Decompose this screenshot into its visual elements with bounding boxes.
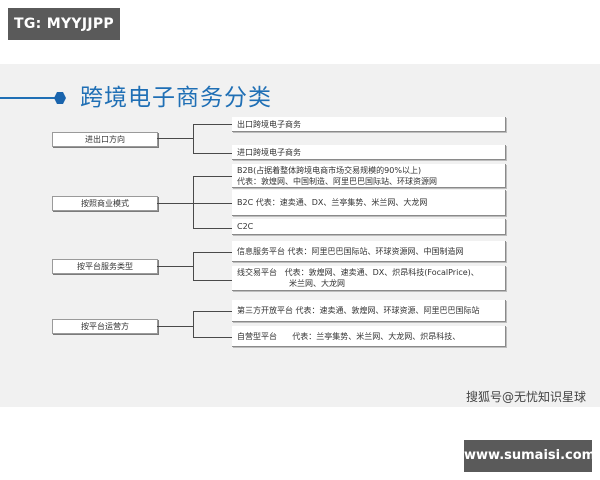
connector: [193, 252, 232, 253]
page-title: 跨境电子商务分类: [80, 85, 272, 111]
connector: [157, 326, 193, 327]
item-text: 自营型平台 代表：兰亭集势、米兰网、大龙网、炽昂科技、: [237, 331, 461, 341]
category-direction: 进出口方向: [52, 132, 158, 147]
connector: [193, 252, 194, 280]
hexagon-bullet-icon: [54, 92, 66, 104]
category-operator: 按平台运营方: [52, 319, 158, 334]
watermark: 搜狐号@无忧知识星球: [466, 390, 587, 404]
item-text: 进口跨境电子商务: [237, 147, 301, 157]
item-b2b: B2B(占据着整体跨境电商市场交易规模的90%以上) 代表：敦煌网、中国制造、阿…: [232, 164, 506, 188]
category-service-type: 按平台服务类型: [52, 259, 158, 274]
item-text: 第三方开放平台 代表：速卖通、敦煌网、环球资源、阿里巴巴国际站: [237, 306, 480, 315]
connector: [193, 176, 232, 177]
item-text: B2B(占据着整体跨境电商市场交易规模的90%以上): [237, 165, 422, 175]
connector: [193, 153, 232, 154]
connector: [157, 203, 193, 204]
item-text: 出口跨境电子商务: [237, 119, 301, 129]
connector: [193, 311, 194, 337]
item-third-party: 第三方开放平台 代表：速卖通、敦煌网、环球资源、阿里巴巴国际站: [232, 300, 506, 322]
item-text: B2C 代表：速卖通、DX、兰亭集势、米兰网、大龙网: [237, 198, 428, 207]
connector: [193, 124, 194, 153]
item-text: 线交易平台 代表：敦煌网、速卖通、DX、炽昂科技(FocalPrice)、: [237, 268, 479, 277]
category-business-model: 按照商业模式: [52, 196, 158, 211]
connector: [193, 203, 232, 204]
site-label: www.sumaisi.com: [464, 440, 595, 472]
connector: [193, 228, 232, 229]
connector: [193, 124, 232, 125]
classification-panel: [0, 64, 600, 407]
item-text: 信息服务平台 代表：阿里巴巴国际站、环球资源网、中国制造网: [237, 246, 464, 256]
item-text: C2C: [237, 222, 254, 231]
connector: [157, 266, 193, 267]
connector: [157, 138, 193, 139]
title-rule: [0, 97, 58, 99]
item-self-operated: 自营型平台 代表：兰亭集势、米兰网、大龙网、炽昂科技、: [232, 326, 506, 347]
item-b2c: B2C 代表：速卖通、DX、兰亭集势、米兰网、大龙网: [232, 190, 506, 216]
connector: [193, 337, 232, 338]
item-info-service: 信息服务平台 代表：阿里巴巴国际站、环球资源网、中国制造网: [232, 241, 506, 262]
item-text: 代表：敦煌网、中国制造、阿里巴巴国际站、环球资源网: [237, 176, 437, 186]
item-c2c: C2C: [232, 219, 506, 235]
connector: [193, 311, 232, 312]
tg-label: TG: MYYJJPP: [8, 8, 120, 40]
item-online-trade: 线交易平台 代表：敦煌网、速卖通、DX、炽昂科技(FocalPrice)、 米兰…: [232, 266, 506, 291]
connector: [193, 176, 194, 228]
item-import: 进口跨境电子商务: [232, 145, 506, 160]
item-export: 出口跨境电子商务: [232, 117, 506, 132]
item-text: 米兰网、大龙网: [289, 279, 345, 288]
connector: [193, 280, 232, 281]
